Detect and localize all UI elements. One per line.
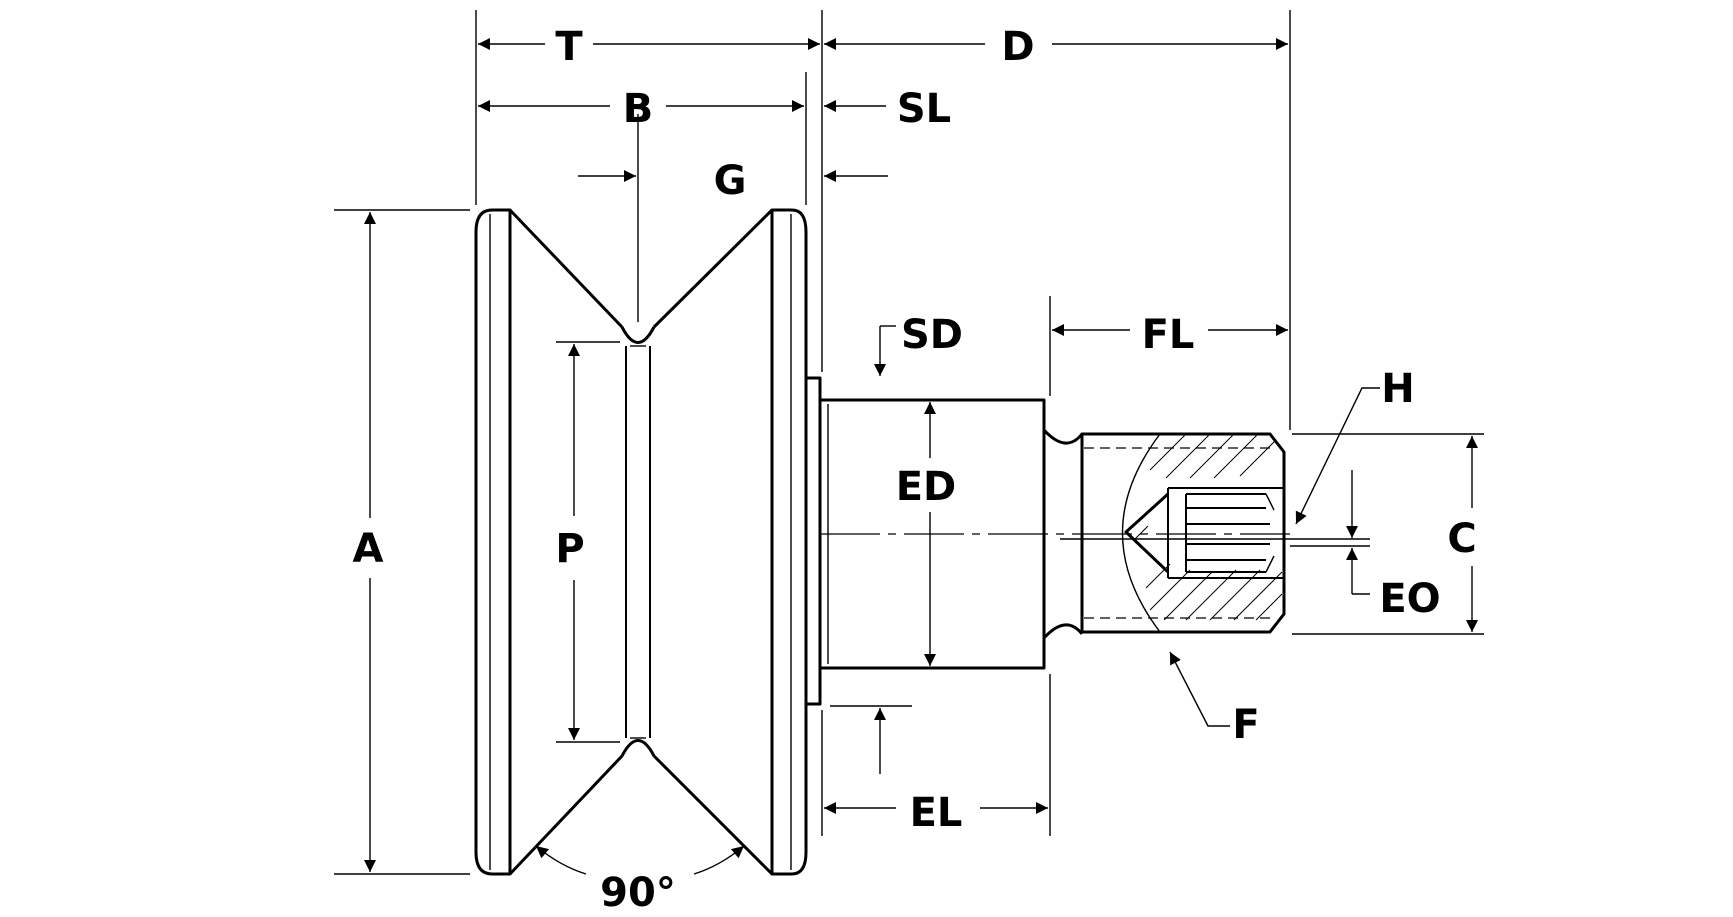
- extension-lines: [334, 10, 1484, 875]
- label-el: EL: [910, 790, 963, 836]
- label-sd: SD: [901, 312, 963, 358]
- label-h: H: [1381, 366, 1414, 412]
- label-a: A: [353, 526, 384, 572]
- label-c: C: [1447, 516, 1476, 562]
- center-lines: [820, 533, 1370, 547]
- dimension-lines: [364, 38, 1478, 875]
- label-p: P: [555, 526, 584, 572]
- label-angle: 90°: [600, 870, 676, 916]
- label-eo: EO: [1379, 576, 1440, 622]
- label-d: D: [1001, 24, 1034, 70]
- shoulder-washer: [804, 376, 822, 706]
- hex-socket: [1124, 487, 1284, 579]
- label-sl: SL: [897, 86, 951, 132]
- label-f: F: [1232, 702, 1259, 748]
- label-ed: ED: [896, 464, 957, 510]
- section-hatching: [1133, 433, 1283, 621]
- dimension-labels: T D B SL G SD FL H A P ED C EO F EL 90°: [353, 24, 1477, 916]
- label-b: B: [623, 86, 654, 132]
- label-t: T: [555, 24, 583, 70]
- v-groove-wheel: [474, 208, 808, 876]
- label-fl: FL: [1142, 312, 1195, 358]
- threaded-end: [1080, 432, 1286, 634]
- label-g: G: [714, 158, 747, 204]
